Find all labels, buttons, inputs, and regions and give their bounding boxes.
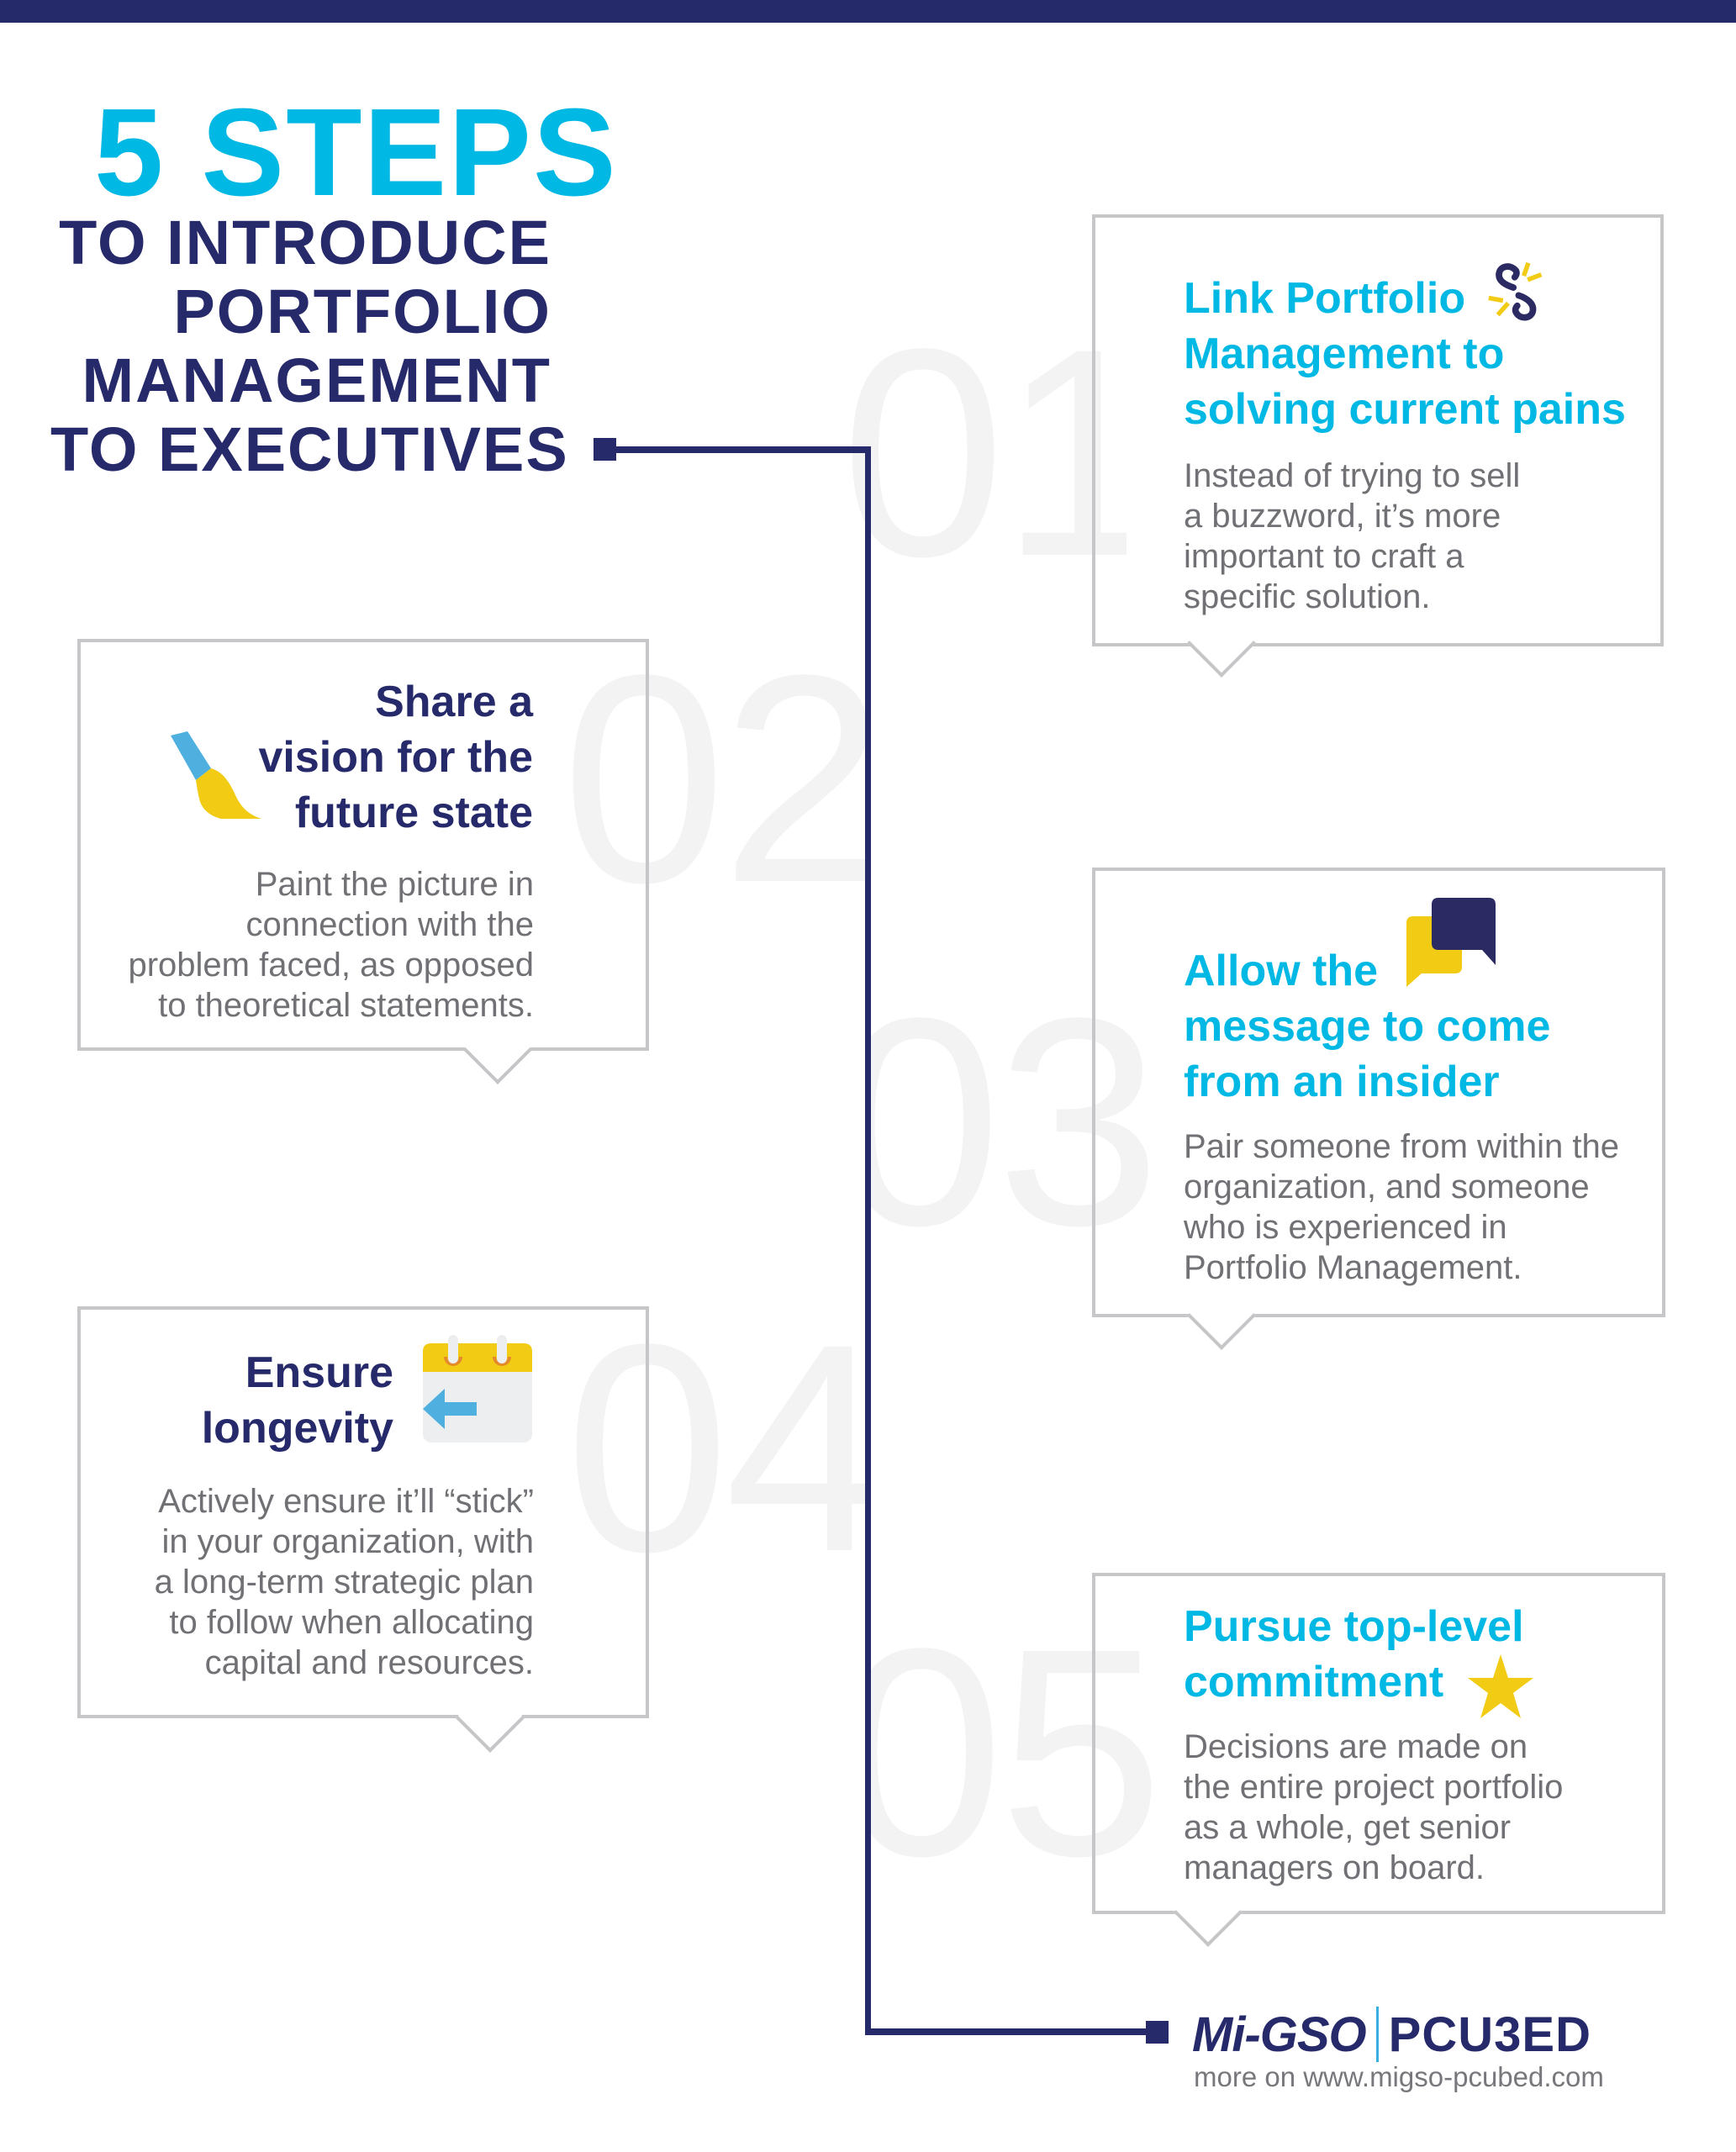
step-title-04: Ensure longevity xyxy=(168,1345,393,1456)
body-line: a buzzword, it’s more xyxy=(1184,498,1501,535)
step-card-05 xyxy=(1092,1573,1665,1914)
calendar-back-icon xyxy=(423,1335,532,1443)
step-body-05: Decisions are made on the entire project… xyxy=(1184,1727,1563,1888)
speech-bubbles-icon xyxy=(1406,898,1496,987)
border-gap xyxy=(1090,330,1097,570)
subtitle-line: TO INTRODUCE xyxy=(59,208,551,277)
step-title-02: Share a vision for the future state xyxy=(252,674,533,841)
title-line: message to come xyxy=(1184,1002,1551,1051)
step-number-04: 04 xyxy=(565,1300,866,1560)
title-line: Pursue top-level xyxy=(1184,1602,1524,1651)
step-title-03: Allow the message to come from an inside… xyxy=(1184,943,1550,1110)
step-card-03 xyxy=(1092,868,1665,1317)
step-card-01 xyxy=(1092,214,1664,646)
step-title-05: Pursue top-level commitment xyxy=(1184,1599,1524,1710)
company-logo: Mi-GSO PCU3ED xyxy=(1192,2007,1591,2062)
body-line: Portfolio Management. xyxy=(1184,1249,1522,1286)
body-line: the entire project portfolio xyxy=(1184,1769,1564,1806)
title-line: Allow the xyxy=(1184,947,1379,995)
step-card-04 xyxy=(77,1306,649,1718)
step-body-02: Paint the picture in connection with the… xyxy=(92,864,534,1026)
title-line: vision for the xyxy=(258,733,533,782)
step-body-04: Actively ensure it’ll “stick” in your or… xyxy=(92,1481,534,1683)
subtitle-line: MANAGEMENT xyxy=(82,345,551,415)
step-body-01: Instead of trying to sell a buzzword, it… xyxy=(1184,456,1520,617)
title-line: longevity xyxy=(201,1404,393,1453)
step-title-01: Link Portfolio Management to solving cur… xyxy=(1184,271,1626,437)
body-line: managers on board. xyxy=(1184,1849,1485,1886)
title-line: Share a xyxy=(375,678,533,726)
title-line: from an insider xyxy=(1184,1058,1500,1106)
body-line: Paint the picture in xyxy=(255,866,534,903)
title-line: solving current pains xyxy=(1184,385,1626,434)
body-line: Decisions are made on xyxy=(1184,1728,1528,1765)
star-icon xyxy=(1468,1654,1533,1718)
body-line: in your organization, with xyxy=(161,1523,534,1560)
top-banner-bar xyxy=(0,0,1736,23)
body-line: a long-term strategic plan xyxy=(154,1564,534,1601)
step-number-02: 02 xyxy=(562,630,866,891)
title-line: Management to xyxy=(1184,330,1505,378)
subtitle-line: PORTFOLIO xyxy=(173,277,551,346)
logo-migso: Mi-GSO xyxy=(1192,2007,1367,2062)
step-number-01: 01 xyxy=(841,304,1127,565)
title-line: Ensure xyxy=(245,1348,393,1397)
timeline-start-node xyxy=(594,438,616,461)
timeline-top-segment xyxy=(614,446,871,453)
timeline-vertical-line xyxy=(865,446,871,2035)
body-line: specific solution. xyxy=(1184,578,1431,615)
title-line: commitment xyxy=(1184,1658,1444,1706)
body-line: problem faced, as opposed xyxy=(128,947,534,984)
body-line: organization, and someone xyxy=(1184,1168,1590,1205)
subtitle-line: TO EXECUTIVES xyxy=(50,414,569,484)
body-line: Pair someone from within the xyxy=(1184,1128,1620,1165)
title-line: future state xyxy=(294,789,533,837)
body-line: to theoretical statements. xyxy=(158,987,534,1024)
step-body-03: Pair someone from within the organizatio… xyxy=(1184,1126,1619,1288)
timeline-bottom-segment xyxy=(865,2028,1151,2035)
body-line: who is experienced in xyxy=(1184,1209,1507,1246)
body-line: Actively ensure it’ll “stick” xyxy=(158,1483,534,1520)
body-line: important to craft a xyxy=(1184,538,1464,575)
logo-pcubed: PCU3ED xyxy=(1388,2007,1591,2062)
body-line: to follow when allocating xyxy=(169,1604,534,1641)
body-line: connection with the xyxy=(245,906,534,943)
title-line: Link Portfolio xyxy=(1184,274,1466,323)
body-line: capital and resources. xyxy=(204,1644,534,1681)
broken-link-icon xyxy=(1488,261,1543,321)
step-number-03: 03 xyxy=(866,973,1156,1234)
logo-divider xyxy=(1375,2007,1379,2062)
step-card-02 xyxy=(77,639,649,1051)
body-line: Instead of trying to sell xyxy=(1184,457,1521,494)
paintbrush-icon xyxy=(171,731,261,819)
body-line: as a whole, get senior xyxy=(1184,1809,1512,1846)
step-number-05: 05 xyxy=(866,1604,1158,1865)
footer-website-link[interactable]: more on www.migso-pcubed.com xyxy=(1194,2061,1604,2092)
timeline-end-node xyxy=(1146,2021,1169,2044)
page-subtitle: TO INTRODUCE PORTFOLIO MANAGEMENT TO EXE… xyxy=(50,208,569,484)
page-title: 5 STEPS xyxy=(94,83,618,222)
